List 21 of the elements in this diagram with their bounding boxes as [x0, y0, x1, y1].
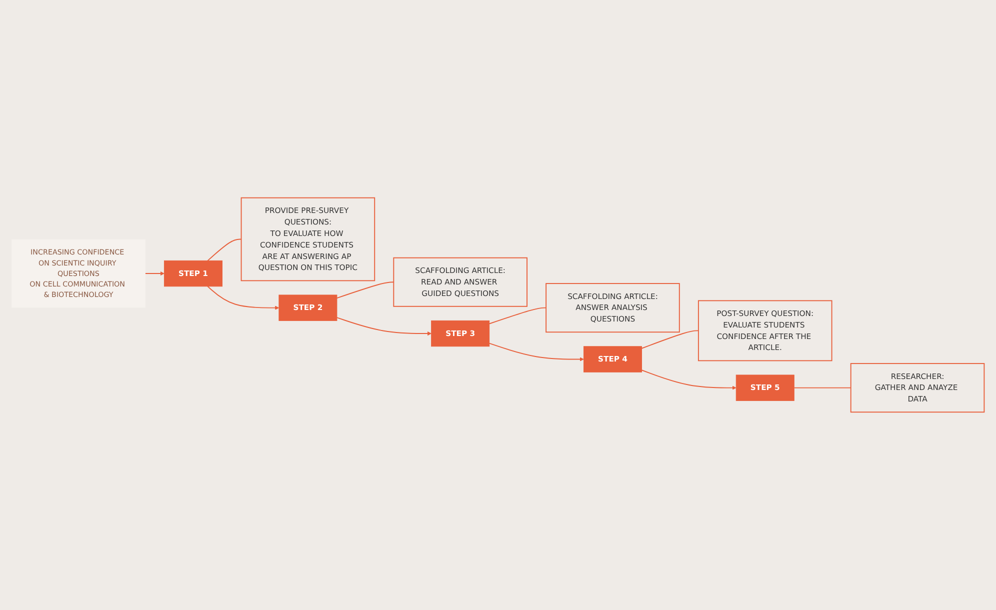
connector	[641, 330, 699, 349]
node-box	[240, 197, 376, 282]
node-box	[736, 374, 794, 401]
connector	[336, 282, 394, 299]
arrow	[207, 286, 280, 310]
node-box	[431, 320, 490, 347]
node-box	[583, 346, 642, 372]
arrow	[144, 271, 164, 276]
node-box	[850, 363, 985, 413]
node-box	[278, 294, 338, 321]
connector	[207, 238, 242, 262]
node-box	[546, 283, 680, 333]
arrow	[641, 370, 736, 390]
node-box	[164, 260, 222, 287]
node-box	[12, 239, 146, 308]
connector	[488, 307, 547, 324]
connector	[794, 387, 852, 388]
node-box	[698, 300, 832, 362]
arrow	[488, 342, 584, 362]
arrow	[336, 317, 432, 336]
node-box	[393, 257, 528, 307]
